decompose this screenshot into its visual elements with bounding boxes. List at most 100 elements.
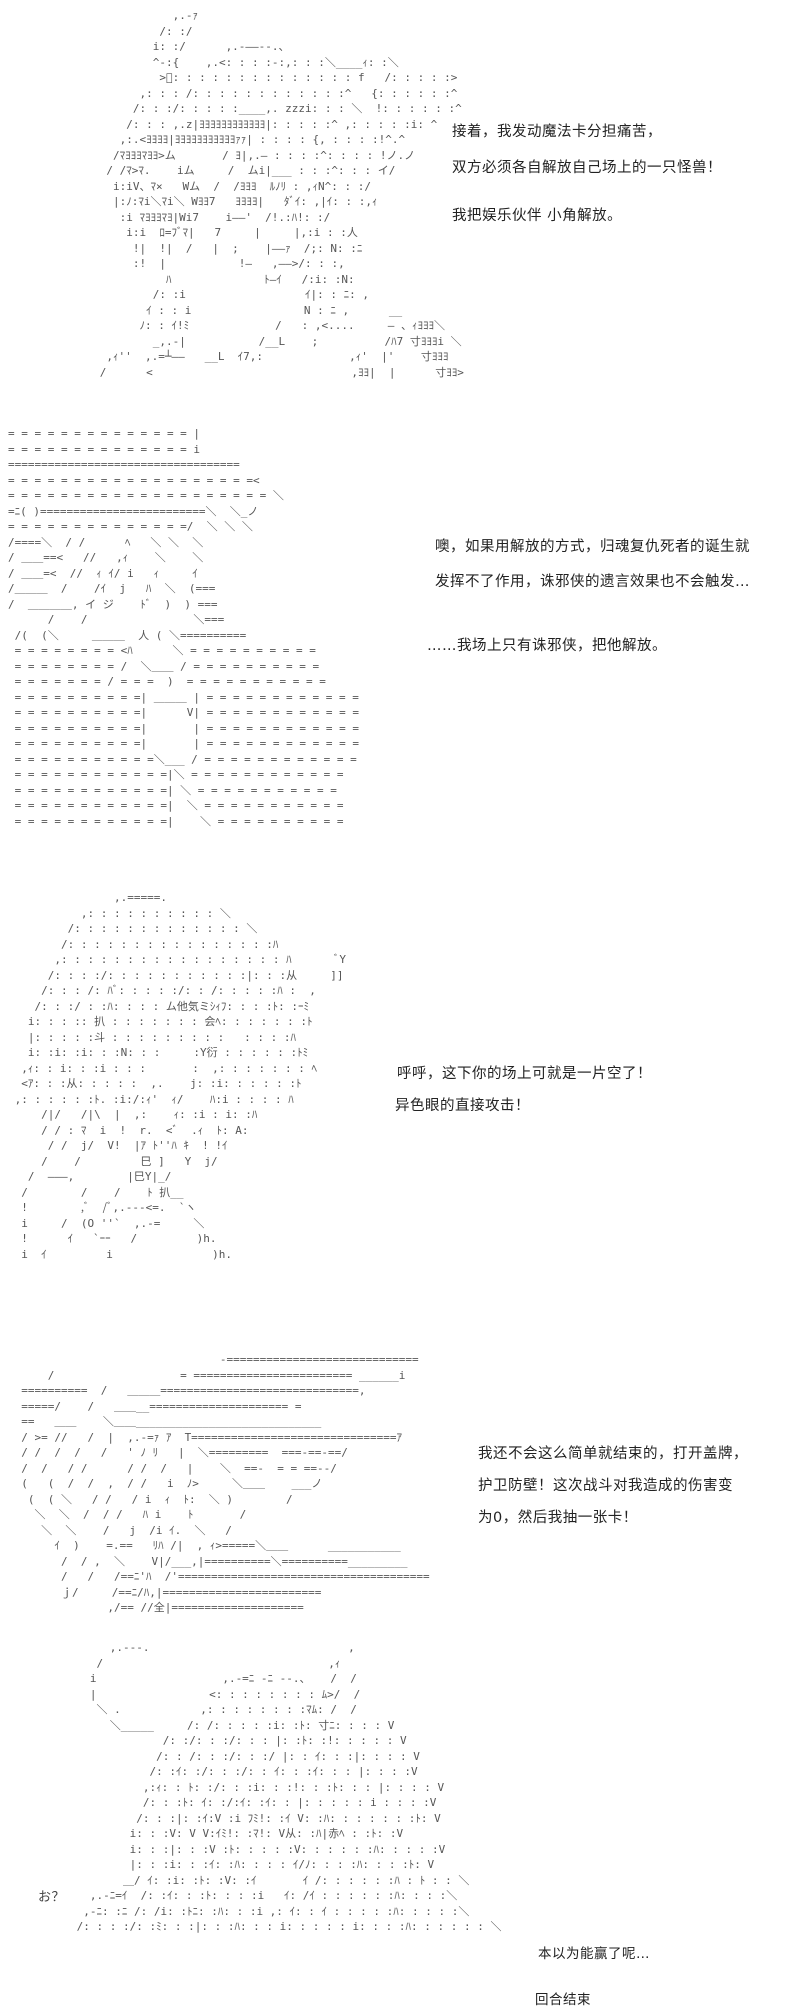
ascii-art-line: = = = = = = = / = = = ) = = = = = = = = … — [8, 675, 326, 688]
ascii-art-line: |: : :i: : :ｲ: :ﾊ: : : : ｲ/ﾉ: : : :ﾊ: : … — [70, 1858, 435, 1871]
ascii-art-line: ＼_____ /: /: : : : :i: :ﾄ: 寸ﾆ: : : : V — [70, 1718, 395, 1732]
ascii-art-line: i: :i: :i: : :N: : : :Y衍 : : : : : :ﾄﾐ — [8, 1046, 309, 1059]
ascii-art-line: =ﾆ( )=========================＼ ＼_ノ — [8, 504, 259, 518]
dialogue-line: 双方必须各自解放自己场上的一只怪兽！ — [452, 160, 722, 176]
panel-3: ,.=====. ,: : : : : : : : : : ＼ /: : : :… — [0, 880, 800, 1261]
ascii-art-line: / ―――, |巳Y|_/ — [8, 1170, 172, 1183]
dialogue-line: 呼呼，这下你的场上可就是一片空了！ — [397, 1066, 652, 1082]
ascii-art-line: / / 巳 ] Y j/ — [8, 1154, 218, 1168]
ascii-art-line: ,-ﾆ: :ﾆ /: /i: :ﾄﾆ: :ﾊ: : :i ,: ｲ: : ｲ :… — [70, 1904, 470, 1918]
ascii-art-line: ,: : : : : :ﾄ. :i:/:ｨ' ｨ/ ﾊ:i : : : : ﾊ — [8, 1092, 294, 1106]
ascii-art-line: = = = = = = = = = = = = = =/ ＼ ＼ ＼ — [8, 520, 253, 533]
panel-4: -============================= / = =====… — [0, 1350, 800, 1620]
ascii-art-line: ﾉ: : ｲ!ﾐ / : ,<.... ― 、ｨﾖﾖﾖ＼ — [60, 319, 446, 332]
dialogue-line: 回合结束 — [535, 1992, 591, 2008]
dialogue-line: 护卫防壁！这次战斗对我造成的伤害变 — [478, 1478, 733, 1494]
ascii-art-line: / / / / / ' ﾉ ﾘ | ＼========= ===-==-==/ — [8, 1446, 348, 1459]
ascii-art-line: ,: : : /: : : : : : : : : : : :^ {: : : … — [60, 86, 458, 100]
ascii-art-line: = = = = = = = = = =| V| = = = = = = = = … — [8, 706, 359, 719]
ascii-art-line: ^-:{ ,.<: : : :-:,: : :＼____ｨ: :＼ — [60, 55, 399, 69]
ascii-art-line: ,ｨ'' ,.=┴―― __L ｲ7,: ,ｨ' |' 寸ﾖﾖﾖ — [60, 350, 449, 363]
ascii-art-line: ,.-ｧ — [60, 9, 198, 22]
ascii-art-line: ( ( / / , / / i ﾉ> ＼＿＿ ___ノ — [8, 1477, 323, 1490]
ascii-art-line: :i ﾏﾖﾖﾖﾏﾖ|Wi7 i――' /!.:ﾊ!: :/ — [60, 210, 331, 224]
panel-2: = = = = = = = = = = = = = = | = = = = = =… — [0, 420, 800, 890]
ascii-art-character: = = = = = = = = = = = = = = | = = = = = =… — [8, 426, 359, 829]
ascii-art-line: / ＿＿＿＿, イ ジ ﾄﾞ ) ) === — [8, 597, 218, 611]
ascii-art-line: = = = = = = = = = = = = = = | — [8, 427, 201, 440]
ascii-art-line: :! | !― ,――>/: : :, — [60, 257, 345, 270]
ascii-art-line: ｲ ) =.== ﾘﾊ /| , ｨ>=====＼＿＿ ___________ — [8, 1539, 401, 1552]
ascii-art-line: |: : : : :斗 : : : : : : : : : : : : :ﾊ — [8, 1030, 297, 1044]
ascii-art-line: /: :ｲ: :/: : :/: : ｲ: : :ｲ: : : |: : : :… — [70, 1765, 418, 1778]
ascii-art-character: -============================= / = =====… — [8, 1352, 429, 1616]
ascii-art-line: !| !| / | ; |――ｧ /;: N: :ﾆ — [60, 241, 363, 255]
dialogue-line: 异色眼的直接攻击！ — [395, 1098, 530, 1114]
ascii-art-line: ! ｲ `ｰｰ / )h. — [8, 1232, 217, 1245]
ascii-art-line: /: : : : : : : : : : : : : : : :ﾊ — [8, 937, 279, 951]
ascii-art-line: ========== / ＿＿＿========================… — [8, 1384, 366, 1397]
ascii-art-line: = = = = = = = = = = = =| ＼ = = = = = = =… — [8, 814, 344, 828]
ascii-art-line: ,ｨ: : i: : :i : : : : ,: : : : : : : ﾍ — [8, 1061, 318, 1075]
ascii-art-line: i:i ﾛ=ﾌﾞﾏ| 7 | |,:i : :人 — [60, 226, 358, 239]
ascii-art-line: i: : :V: V V:ｲﾐ!: :ﾏ!: V从: :ﾊ|赤ﾍ : :ﾄ: :… — [70, 1827, 404, 1840]
ascii-art-line: /( (＼ ＿＿＿ 人 ( ＼========== — [8, 628, 247, 642]
ascii-art-line: ! ,ﾞ /ﾞ,.---<=. `ヽ — [8, 1201, 197, 1214]
ascii-art-line: /＿＿＿ / /ｲ j ﾊ ＼ (=== — [8, 582, 216, 595]
ascii-art-line: /: : /: : :/: : :/ |: : ｲ: : :|: : : : V — [70, 1749, 420, 1763]
dialogue-line: 为0，然后我抽一张卡！ — [478, 1510, 638, 1526]
ascii-art-line: /ﾏﾖﾖﾖﾏﾖﾖ>ム / ﾖ|,.― : : : :^: : : : !ノ.ノ — [60, 148, 416, 162]
ascii-art-line: ,.-ﾆ=ｲ /: :ｲ: : :ﾄ: : : :i ｲ: /ｲ : : : :… — [70, 1889, 458, 1902]
ascii-art-line: ｲ : : i N : ﾆ , __ — [60, 303, 403, 317]
ascii-art-line: _,.-| /__L ; /ﾊ7 寸ﾖﾖﾖi ＼ — [60, 334, 462, 348]
ascii-art-line: ＿/ ｲ: :i: :ﾄ: :V: :ｲ ｲ /: : : : : :ﾊ : ﾄ… — [70, 1873, 470, 1887]
ascii-art-line: = = = = = = = = / ＼＿＿ / = = = = = = = = … — [8, 659, 320, 673]
ascii-art-line: = = = = = = = = = = = = = = = = = = = = … — [8, 489, 284, 502]
ascii-art-line: / ,ｨ — [70, 1656, 348, 1670]
ascii-art-line: ｊ/ /==ﾆ/ﾊ,|======================== — [8, 1585, 322, 1599]
ascii-art-line: ,/== //全|==================== — [8, 1601, 304, 1614]
ascii-art-line: /: : :|: :ｲ:V :i ﾌﾐ!: :ｲ V: :ﾊ: : : : : … — [70, 1811, 441, 1825]
ascii-art-line: |:ﾉ:ﾏi＼ﾏi＼ Wﾖﾖ7 ﾖﾖﾖﾖ| ﾀﾞｲ: ,|ｲ: : :,ｨ — [60, 195, 378, 208]
ascii-art-line: i:iV、ﾏ× Wム / /ﾖﾖﾖ ﾙﾉﾘ : ,ｨN^: : :/ — [60, 179, 372, 193]
ascii-art-line: ,:ｨ: : ﾄ: :/: : :i: : :!: : :ﾄ: : : |: :… — [70, 1780, 445, 1794]
dialogue-line: 接着，我发动魔法卡分担痛苦， — [452, 124, 662, 140]
ascii-art-line: ﾊ ﾄ―ｲ /:i: :N: — [60, 272, 355, 286]
ascii-art-line: /: : : /: ﾊﾞ: : : : :/: : /: : : : :ﾊ : … — [8, 984, 316, 997]
ascii-art-line: /: :/ — [60, 24, 193, 38]
ascii-art-line: i ｲ i )h. — [8, 1247, 233, 1261]
ascii-art-line: /: : :/: : : : :____,. zzzi: : : ＼ !: : … — [60, 102, 462, 115]
ascii-art-line: /====＼ / / ﾍ ＼ ＼ ＼ — [8, 535, 204, 549]
ascii-art-line: i ,.-=ﾆ ‐ﾆ ‐-.、 / / — [70, 1672, 357, 1685]
dialogue-line: 发挥不了作用，诛邪侠的遗言效果也不会触发… — [435, 574, 750, 590]
ascii-art-line: / / / / / / / | ＼ ==- = = ==--/ — [8, 1461, 337, 1475]
ascii-art-line: = = = = = = = = = = = =| ＼ = = = = = = =… — [8, 783, 337, 797]
ascii-art-line: =================================== — [8, 458, 240, 471]
ascii-art-line: / /ﾏ>ﾏ. iム / ムi|___ : : :^: : : イ/ — [60, 164, 396, 177]
dialogue-line: 我把娱乐伙伴 小角解放。 — [452, 208, 623, 224]
ascii-art-line: ,.=====. — [8, 891, 167, 904]
ascii-art-character: ,.-ｧ /: :/ i: :/ ,.-――‐-.、 ^-:{ ,.<: : :… — [60, 8, 464, 380]
ascii-art-line: == ＿＿ ＼＿＿____________________________ — [8, 1415, 322, 1428]
ascii-art-line: i: : :|: : :V :ﾄ: : : : :V: : : : : :ﾊ: … — [70, 1842, 446, 1856]
exclamation-text: お？ — [38, 1890, 66, 1905]
ascii-art-line: = = = = = = = = <ﾊ ＼ = = = = = = = = = = — [8, 644, 316, 657]
ascii-art-line: = = = = = = = = = = = =| ＼ = = = = = = =… — [8, 799, 344, 812]
ascii-art-line: = = = = = = = = = =| | = = = = = = = = =… — [8, 737, 359, 750]
ascii-art-line: ＼ . ,: : : : : : : :ﾏﾑ: / / — [70, 1703, 357, 1716]
ascii-art-line: / / / ﾄ 扒__ — [8, 1185, 184, 1199]
ascii-art-line: = = = = = = = = = = = =|＼ = = = = = = = … — [8, 768, 344, 781]
ascii-art-line: /: : : : : : : : : : : : : ＼ — [8, 922, 258, 935]
ascii-art-line: i: : : :: 扒 : : : : : : : 会ﾍ: : : : : : … — [8, 1015, 313, 1028]
ascii-art-line: | <: : : : : : : : ﾑ>/ / — [70, 1687, 361, 1701]
panel-1: ,.-ｧ /: :/ i: :/ ,.-――‐-.、 ^-:{ ,.<: : :… — [0, 0, 800, 400]
ascii-art-line: / ＿＿=< // ｨ ｲ/ i ｨ ｲ — [8, 566, 205, 580]
ascii-art-line: / ＿＿==< // ,ｨ ＼ ＼ — [8, 551, 204, 564]
ascii-art-line: / / : ﾏ i ! r. <ﾞ .ｨ ﾄ: A: — [8, 1123, 249, 1137]
ascii-art-line: ,: : : : : : : : : : : : : : : : : ﾊ ﾞY — [8, 953, 346, 966]
dialogue-line: 噢，如果用解放的方式，归魂复仇死者的诞生就 — [435, 539, 750, 555]
ascii-art-line: i / (O ''` ,.-= ＼ — [8, 1216, 205, 1230]
ascii-art-character: ,.-‐-. , / ,ｨ i ,.-=ﾆ ‐ﾆ ‐-.、 / / | <: :… — [70, 1640, 502, 1935]
ascii-art-line: <ｱ: : :从: : : : : ,. j: :i: : : : : :ﾄ — [8, 1077, 302, 1090]
ascii-art-line: ( ( ＼ / / / i ｨ ﾄ: ＼ ) / — [8, 1492, 293, 1506]
